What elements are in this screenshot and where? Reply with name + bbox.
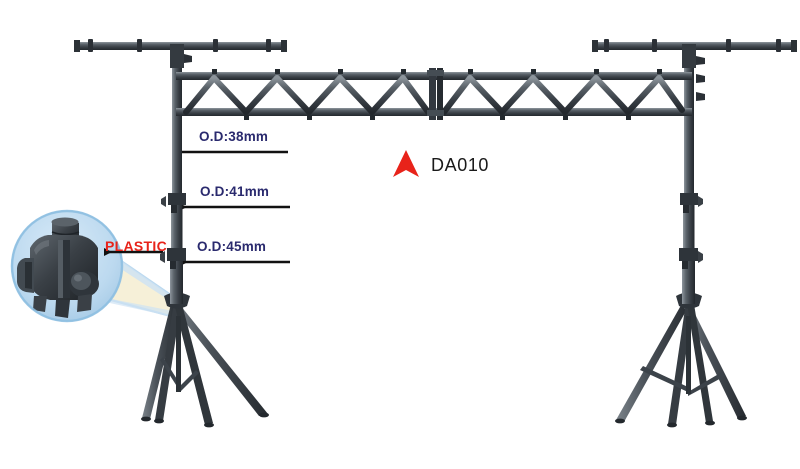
od-38-label: O.D:38mm (199, 129, 269, 144)
od-arrows (174, 148, 290, 266)
left-t-bar (74, 39, 287, 68)
truss-web-right (441, 75, 685, 115)
horizontal-lattice-truss (176, 68, 692, 120)
truss-center-splice (427, 68, 444, 120)
left-tripod-stand (74, 39, 287, 428)
left-post-middle (171, 197, 183, 255)
truss-web-left (183, 75, 431, 115)
detail-inset-circle (10, 209, 124, 323)
left-post-upper (172, 62, 182, 200)
red-triangle-marker (393, 150, 419, 177)
left-tripod-legs (141, 292, 269, 428)
od-45-label: O.D:45mm (197, 239, 267, 254)
right-tripod-legs (615, 292, 747, 428)
right-t-bar (592, 39, 797, 101)
left-post-collars (160, 193, 186, 269)
right-post-upper (684, 48, 694, 200)
right-post-collars (679, 193, 703, 269)
right-post-middle (683, 197, 695, 255)
od-41-label: O.D:41mm (200, 184, 270, 199)
plastic-clamp-part (17, 217, 99, 318)
model-code-label: DA010 (431, 155, 490, 175)
plastic-label: PLASTIC (105, 238, 167, 254)
right-tripod-stand (592, 39, 797, 428)
truss-node-bolts (212, 69, 662, 120)
